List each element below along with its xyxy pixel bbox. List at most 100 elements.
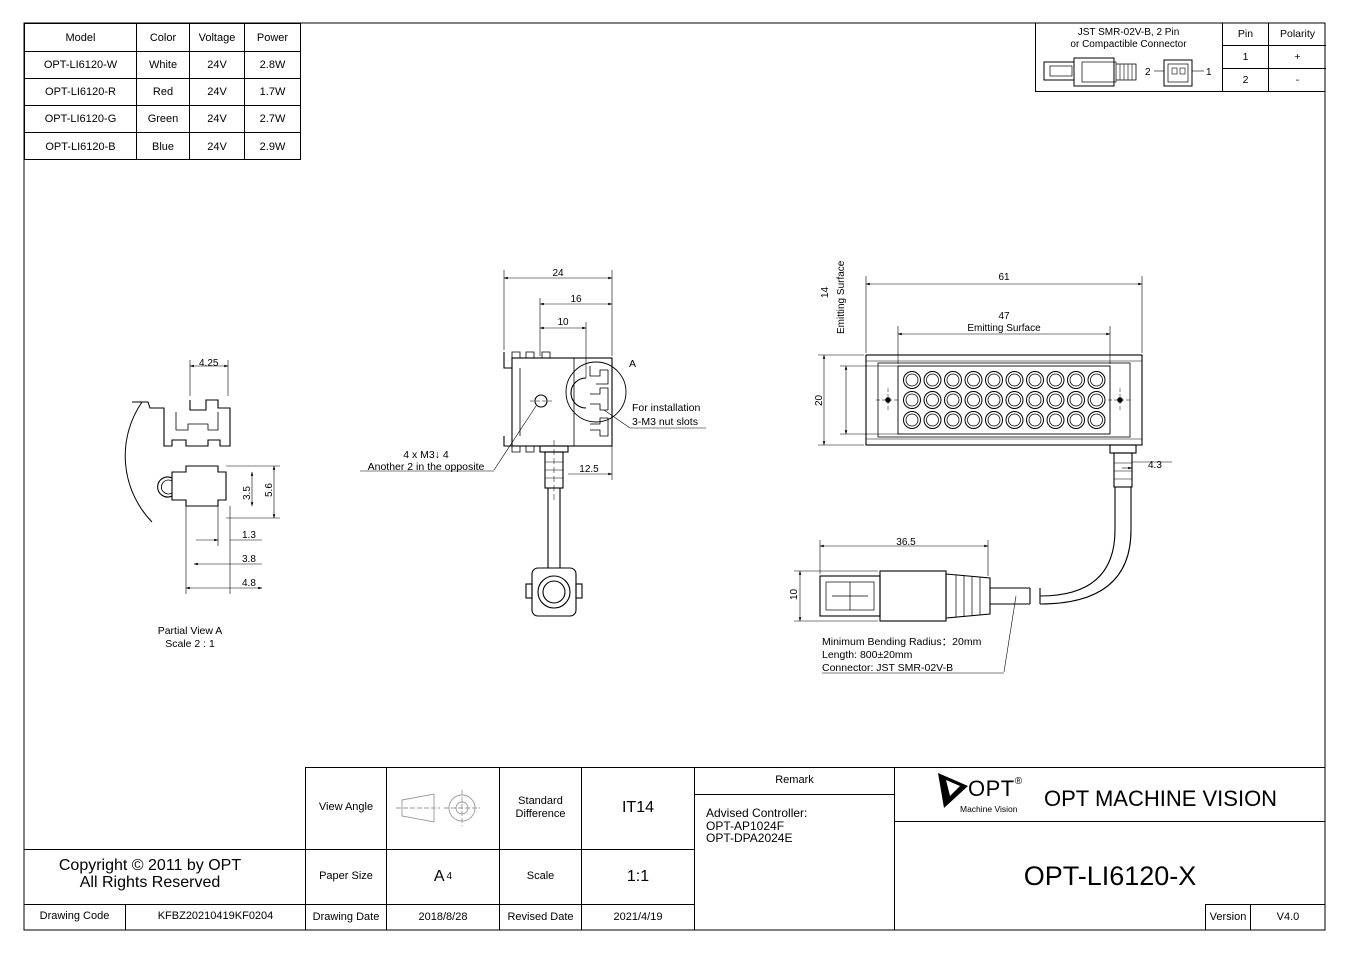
- led-lens: [1067, 391, 1085, 409]
- model-table-cell: 1.7W: [259, 86, 286, 98]
- title-block: Copyright © 2011 by OPT All Rights Reser…: [24, 767, 1325, 930]
- logo-opt: OPT: [968, 776, 1015, 801]
- led-lens: [1067, 411, 1085, 429]
- partial-view-scale: Scale 2 : 1: [165, 638, 215, 650]
- drawing-code-label: Drawing Code: [39, 910, 110, 923]
- dim-10-connector: 10: [789, 588, 800, 600]
- dim-12-5: 12.5: [579, 464, 599, 475]
- dim-4-8: 4.8: [242, 578, 256, 589]
- led-lens-inner: [1049, 413, 1062, 427]
- model-table-cell: Red: [137, 79, 190, 105]
- led-lens: [944, 411, 962, 429]
- drawing-date: 2018/8/28: [418, 910, 468, 923]
- model-table-cell: White: [137, 52, 190, 78]
- drawing-code: KFBZ20210419KF0204: [157, 910, 274, 923]
- model-table-cell: Green: [137, 106, 190, 132]
- polarity-header: Polarity: [1279, 27, 1315, 40]
- led-lens: [1026, 371, 1044, 389]
- led-lens-inner: [987, 373, 1001, 387]
- led-lens: [1087, 391, 1106, 409]
- dim-47: 47: [998, 311, 1010, 322]
- led-lens-inner: [967, 413, 980, 427]
- led-lens-inner: [987, 413, 1001, 427]
- led-lens-inner: [1069, 373, 1083, 387]
- opt-logo-mark: [938, 773, 968, 808]
- model-table-cell: 24V: [190, 133, 245, 160]
- led-lens-inner: [905, 373, 919, 387]
- scale-label: Scale: [526, 870, 555, 883]
- scale: 1:1: [626, 868, 650, 886]
- led-lens-inner: [946, 373, 960, 387]
- paper-size-label: Paper Size: [319, 870, 373, 883]
- install-note-slots: 3-M3 nut slots: [632, 416, 698, 428]
- pin-1: 1: [1242, 50, 1249, 63]
- connector-pin-2-label: 2: [1145, 67, 1151, 78]
- dim-1-3: 1.3: [242, 530, 256, 541]
- connector-pin-1-label: 1: [1206, 67, 1212, 78]
- led-lens: [1005, 411, 1024, 429]
- model-table-cell: 24V: [190, 106, 245, 132]
- led-lens-inner: [946, 413, 960, 427]
- partial-view-a: [124, 360, 280, 594]
- led-lens-inner: [1028, 373, 1042, 387]
- side-view: [360, 270, 706, 617]
- logo-registered: ®: [1014, 776, 1023, 787]
- cable-length-note: Length: 800±20mm: [822, 649, 913, 661]
- led-lens-inner: [987, 393, 1001, 407]
- connector-title-alt: or Compactible Connector: [1070, 39, 1187, 50]
- projection-symbol-icon: [396, 790, 480, 826]
- led-lens: [1046, 371, 1065, 389]
- dim-4-3: 4.3: [1148, 460, 1162, 471]
- led-lens: [1005, 371, 1024, 389]
- remark-label: Remark: [775, 773, 814, 786]
- model-table-cell: 2.8W: [259, 59, 286, 71]
- led-lens-inner: [1090, 373, 1103, 387]
- dim-3-8: 3.8: [242, 554, 256, 565]
- model-table-header-cell: Power: [256, 31, 289, 44]
- remark-content: Advised Controller: OPT-AP1024F OPT-DPA2…: [706, 807, 886, 845]
- model-table-cell: Blue: [137, 133, 190, 160]
- connector-table: JST SMR-02V-B, 2 Pin or Compactible Conn…: [1035, 23, 1326, 92]
- led-lens: [1087, 411, 1106, 429]
- led-lens-inner: [946, 393, 960, 407]
- led-lens-inner: [926, 373, 939, 387]
- led-lens-inner: [1069, 413, 1083, 427]
- led-lens: [903, 391, 921, 409]
- hole-note-opposite: Another 2 in the opposite: [368, 461, 485, 473]
- model-table-cell: OPT-LI6120-G: [25, 106, 137, 132]
- led-lens: [923, 371, 942, 389]
- led-lens: [944, 371, 962, 389]
- led-lens: [923, 391, 942, 409]
- model-table-cell: OPT-LI6120-W: [25, 52, 137, 78]
- model-table-cell: OPT-LI6120-B: [25, 133, 137, 160]
- led-lens-inner: [1049, 393, 1062, 407]
- partial-view-caption: Partial View A: [158, 625, 223, 637]
- dim-5-6: 5.6: [264, 483, 275, 497]
- led-lens-inner: [905, 393, 919, 407]
- connector-title: JST SMR-02V-B, 2 Pin: [1077, 27, 1180, 38]
- model-table-cell: OPT-LI6120-R: [25, 79, 137, 105]
- led-lens-inner: [905, 413, 919, 427]
- dim-14: 14: [820, 286, 831, 298]
- pin-2: 2: [1242, 73, 1249, 86]
- led-lens: [985, 391, 1003, 409]
- paper-size-value: A: [433, 868, 445, 886]
- led-lens: [964, 411, 983, 429]
- led-lens: [944, 391, 962, 409]
- model-table-cell: 2.9W: [259, 140, 286, 153]
- led-lens-inner: [1028, 393, 1042, 407]
- led-lens-inner: [926, 413, 939, 427]
- standard-difference-label: Standard Difference: [515, 794, 566, 820]
- led-lens: [1046, 411, 1065, 429]
- install-note: For installation: [632, 402, 700, 414]
- model-table-header-cell: Color: [137, 24, 190, 51]
- logo-text: OPT®: [968, 776, 1023, 802]
- led-lens: [964, 371, 983, 389]
- remark-controller-2: OPT-DPA2024E: [706, 831, 793, 846]
- led-lens-inner: [1008, 413, 1021, 427]
